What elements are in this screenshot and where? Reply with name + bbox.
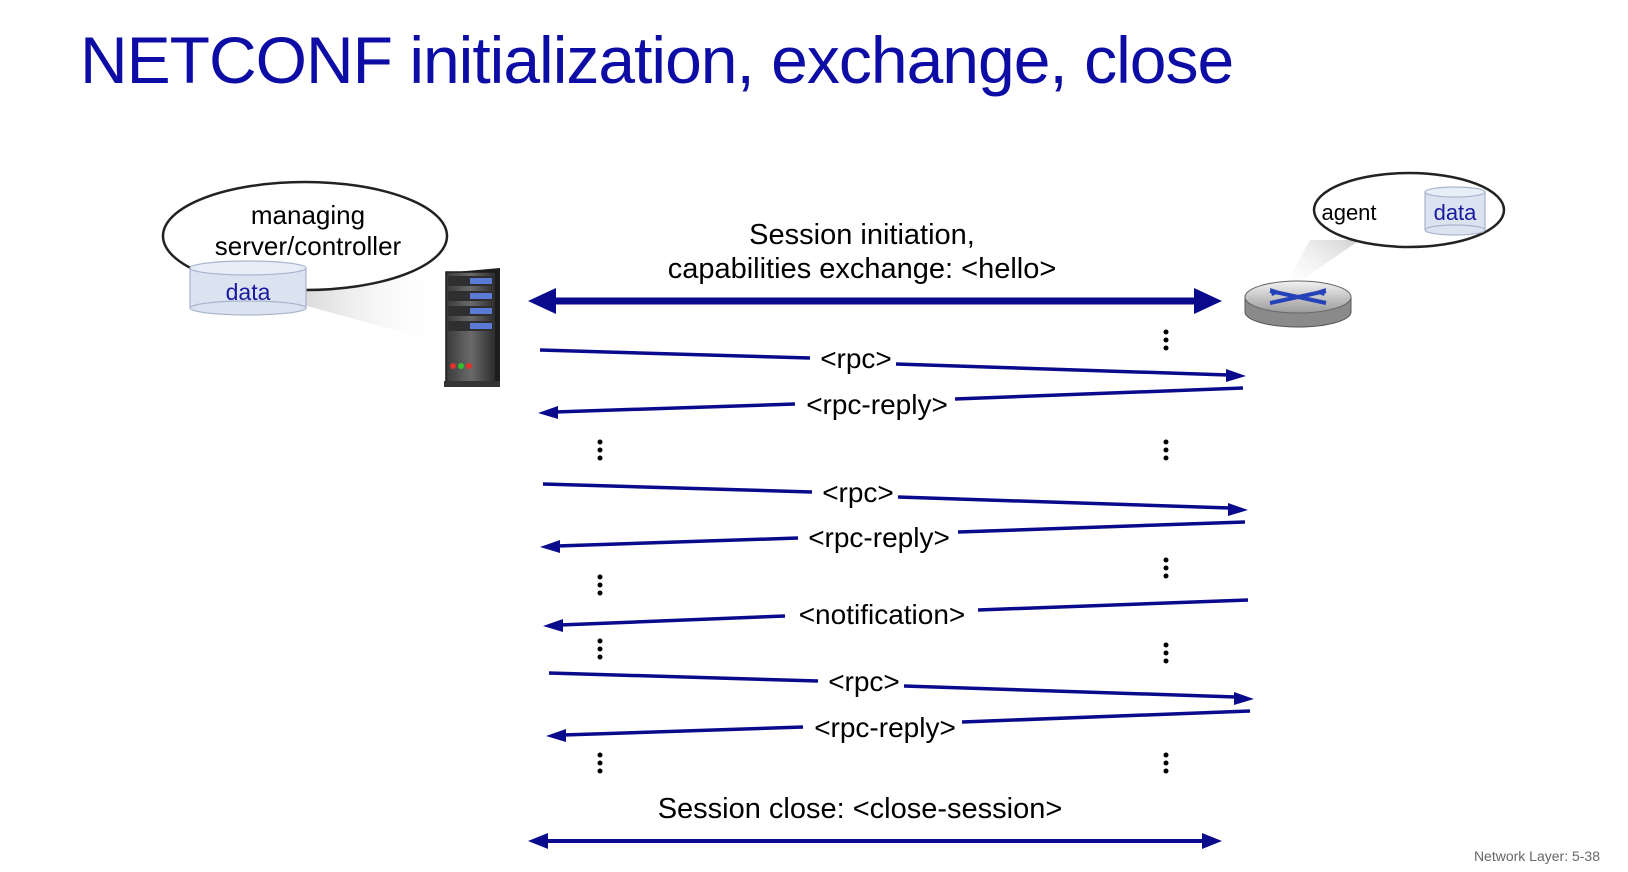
manager-data-store: data	[189, 260, 307, 316]
rpc-arrow-1	[539, 348, 1246, 382]
ellipsis-left-1	[597, 439, 603, 461]
rpc-arrow-3	[548, 671, 1254, 705]
close-session-arrow	[528, 833, 1222, 849]
notification-arrow	[543, 598, 1249, 632]
agent-callout: agent data	[1280, 171, 1506, 295]
manager-data-label: data	[226, 279, 271, 305]
ellipsis-right-2	[1163, 439, 1169, 461]
server-icon	[444, 268, 500, 387]
agent-data-label: data	[1434, 200, 1478, 225]
rpc-reply-arrow-3	[546, 709, 1251, 742]
session-init-line1: Session initiation,	[749, 219, 975, 251]
rpc-reply-label-1: <rpc-reply>	[806, 389, 948, 420]
rpc-label-3: <rpc>	[828, 666, 900, 697]
hello-arrow	[528, 288, 1222, 314]
ellipsis-right-5	[1163, 752, 1169, 774]
rpc-label-2: <rpc>	[822, 477, 894, 508]
notification-label: <notification>	[799, 599, 966, 630]
ellipsis-right-4	[1163, 642, 1169, 664]
manager-callout: managing server/controller data	[161, 180, 450, 345]
ellipsis-left-2	[597, 574, 603, 596]
ellipsis-left-4	[597, 752, 603, 774]
rpc-reply-label-3: <rpc-reply>	[814, 712, 956, 743]
session-init-line2: capabilities exchange: <hello>	[668, 253, 1057, 285]
rpc-reply-arrow-2	[540, 520, 1246, 553]
ellipsis-dots	[597, 329, 1169, 774]
agent-data-store: data	[1424, 186, 1486, 236]
slide-footer: Network Layer: 5-38	[1473, 848, 1600, 864]
rpc-label-1: <rpc>	[820, 343, 892, 374]
manager-label-line2: server/controller	[215, 231, 402, 261]
rpc-arrow-2	[542, 482, 1248, 516]
rpc-reply-label-2: <rpc-reply>	[808, 522, 950, 553]
agent-label: agent	[1321, 200, 1376, 225]
session-close-label: Session close: <close-session>	[658, 793, 1063, 825]
ellipsis-right-1	[1163, 329, 1169, 351]
ellipsis-left-3	[597, 638, 603, 660]
manager-label-line1: managing	[251, 200, 365, 230]
ellipsis-right-3	[1163, 557, 1169, 579]
rpc-reply-arrow-1	[538, 386, 1244, 419]
slide-title: NETCONF initialization, exchange, close	[80, 23, 1234, 97]
router-icon	[1244, 280, 1352, 328]
